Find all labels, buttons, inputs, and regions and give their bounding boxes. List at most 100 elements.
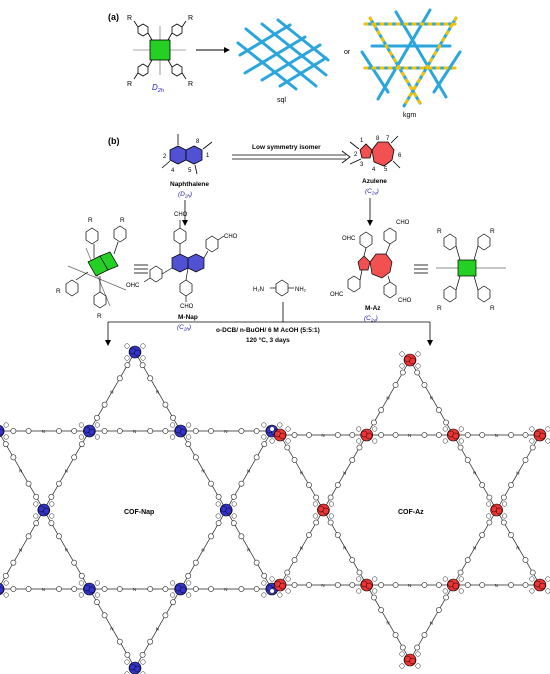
imine-n-label: N — [516, 546, 519, 551]
phenyl-ring — [33, 493, 40, 500]
phenyl-ring — [208, 480, 214, 487]
r-label: R — [188, 15, 193, 22]
phenyl-ring — [94, 592, 100, 598]
imine-n-label: N — [321, 433, 324, 438]
phenyl-ring — [186, 592, 192, 598]
phenyl-ring — [170, 414, 176, 421]
core-node — [78, 422, 100, 440]
imine-n-label: N — [386, 396, 389, 401]
phenyl-ring — [291, 582, 298, 588]
phenyl-ring — [71, 586, 78, 592]
phenyl-ring — [421, 382, 428, 388]
phenyl-ring — [3, 580, 9, 586]
phenyl-ring — [116, 638, 123, 645]
phenyl-ring — [458, 588, 464, 594]
imine-n-label: N — [42, 587, 45, 592]
cho-label: CHO — [174, 212, 188, 218]
core-node — [124, 659, 146, 674]
phenyl-ring — [231, 501, 237, 507]
imine-n-label: N — [42, 429, 45, 434]
phenyl-ring — [356, 588, 362, 594]
phenyl-ring — [116, 428, 123, 434]
panel-a: (a) R R R R — [108, 8, 462, 119]
core-node — [486, 501, 508, 519]
phenyl-ring — [33, 501, 39, 507]
phenyl-ring — [334, 432, 341, 438]
phenyl-ring — [500, 519, 507, 526]
phenyl-ring — [334, 532, 341, 538]
phenyl-ring — [464, 457, 471, 463]
azulene-label: Azulene — [362, 178, 387, 185]
phenyl-ring — [356, 438, 362, 444]
phenyl-ring — [3, 422, 9, 428]
cof-nap-label: COF-Nap — [124, 509, 154, 516]
phenyl-ring — [372, 426, 378, 432]
imine-n-label: N — [247, 469, 250, 474]
phenyl-ring — [33, 520, 40, 527]
phenyl-ring — [291, 557, 298, 563]
phenyl-ring — [170, 592, 176, 598]
phenyl-ring — [458, 576, 464, 582]
position-label: 4 — [171, 168, 175, 174]
phenyl-ring — [545, 426, 550, 432]
imine-n-label: N — [343, 546, 346, 551]
phenyl-ring — [356, 426, 362, 432]
phenyl-ring — [253, 428, 260, 434]
phenyl-ring — [25, 533, 32, 540]
r-label: R — [490, 228, 495, 235]
imine-n-label: N — [408, 433, 411, 438]
phenyl-ring — [94, 580, 100, 586]
r-label: R — [437, 305, 442, 312]
phenyl-ring — [116, 586, 123, 592]
phenyl-ring — [508, 482, 514, 488]
core-node — [124, 343, 146, 361]
phenyl-ring — [162, 586, 169, 592]
phenyl-ring — [486, 519, 493, 526]
core-node — [170, 580, 192, 598]
core-node — [399, 651, 421, 669]
phenyl-ring — [192, 454, 199, 461]
phenyl-ring — [124, 355, 130, 361]
phenyl-ring — [230, 493, 237, 500]
position-label: 1 — [206, 153, 210, 159]
phenyl-ring — [479, 532, 486, 538]
phenyl-ring — [443, 419, 449, 426]
position-label: 4 — [372, 167, 376, 173]
phenyl-ring — [522, 457, 529, 463]
phenyl-ring — [269, 588, 275, 594]
phenyl-ring — [215, 513, 221, 519]
position-label: 1 — [360, 138, 364, 144]
imine-linker-chain — [409, 359, 541, 586]
r-label: R — [437, 228, 442, 235]
phenyl-ring — [48, 520, 55, 527]
phenyl-ring — [2, 441, 9, 448]
phenyl-ring — [415, 651, 421, 657]
phenyl-ring — [49, 513, 55, 519]
core-node — [399, 351, 421, 369]
phenyl-ring — [140, 355, 146, 361]
kgm-net — [360, 8, 462, 108]
az-flat-monomer — [436, 233, 506, 303]
phenyl-ring — [502, 501, 508, 507]
imine-n-label: N — [19, 548, 22, 553]
cho-label: OHC — [342, 236, 356, 242]
phenyl-ring — [291, 432, 298, 438]
sql-net — [236, 18, 330, 91]
phenyl-ring — [508, 582, 514, 588]
imine-n-label: N — [473, 471, 476, 476]
phenyl-ring — [140, 343, 146, 349]
position-label: 8 — [376, 136, 380, 142]
imine-n-label: N — [247, 548, 250, 553]
phenyl-ring — [486, 494, 493, 501]
phenyl-ring — [285, 426, 291, 432]
phenyl-ring — [442, 426, 448, 432]
cho-label: OHC — [330, 292, 344, 298]
isomer-arrow-label: Low symmetry isomer — [252, 144, 321, 151]
phenyl-ring — [208, 428, 214, 434]
phenyl-ring — [124, 343, 130, 349]
imine-n-label: N — [300, 546, 303, 551]
phenyl-ring — [545, 588, 550, 594]
